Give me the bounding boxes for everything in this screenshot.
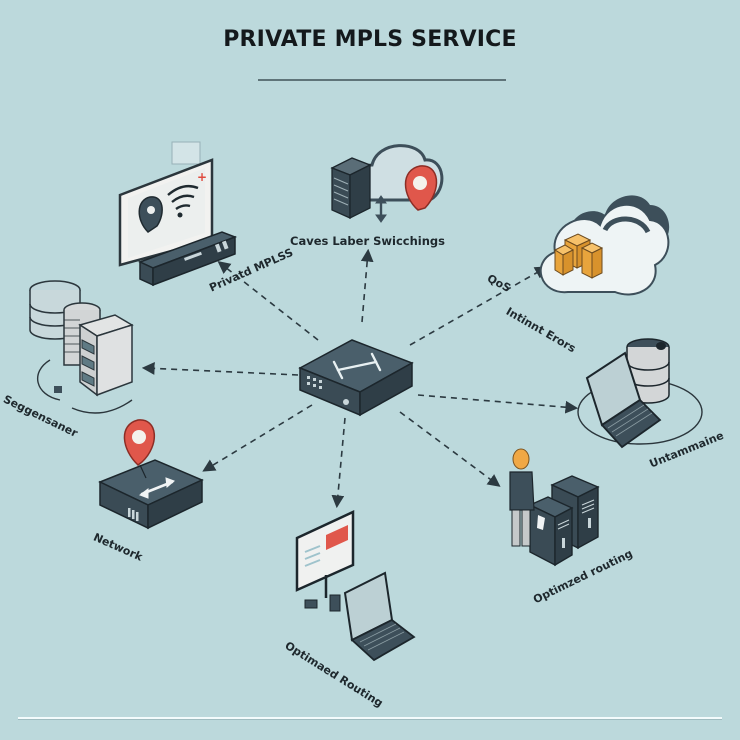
wifi-location-monitor-icon: +	[118, 141, 238, 287]
cloud-storage-icon	[539, 195, 670, 296]
connector-laptop-db	[417, 394, 579, 414]
connector-router	[202, 404, 313, 472]
connector-person-servers	[399, 411, 501, 487]
connector-cloud-boxes	[409, 266, 548, 346]
diagram-title: PRIVATE MPLS SERVICE	[223, 27, 517, 52]
connector-wifi-monitor	[217, 261, 319, 341]
label-cloud-server: Caves Laber Swicchings	[290, 234, 446, 248]
connector-monitor-laptop	[331, 417, 346, 509]
cloud-server-location-icon	[330, 144, 444, 223]
router-location-icon	[98, 419, 204, 530]
laptop-database-icon	[577, 338, 703, 449]
database-server-icon	[29, 280, 134, 414]
monitor-laptop-icon	[295, 510, 416, 662]
connector-database-server	[141, 362, 299, 376]
footer-divider	[18, 717, 722, 719]
connector-cloud-server	[360, 248, 374, 323]
person-servers-icon	[509, 448, 600, 567]
svg-text:+: +	[197, 170, 207, 184]
title-divider	[258, 79, 506, 81]
switch-icon	[298, 339, 414, 417]
